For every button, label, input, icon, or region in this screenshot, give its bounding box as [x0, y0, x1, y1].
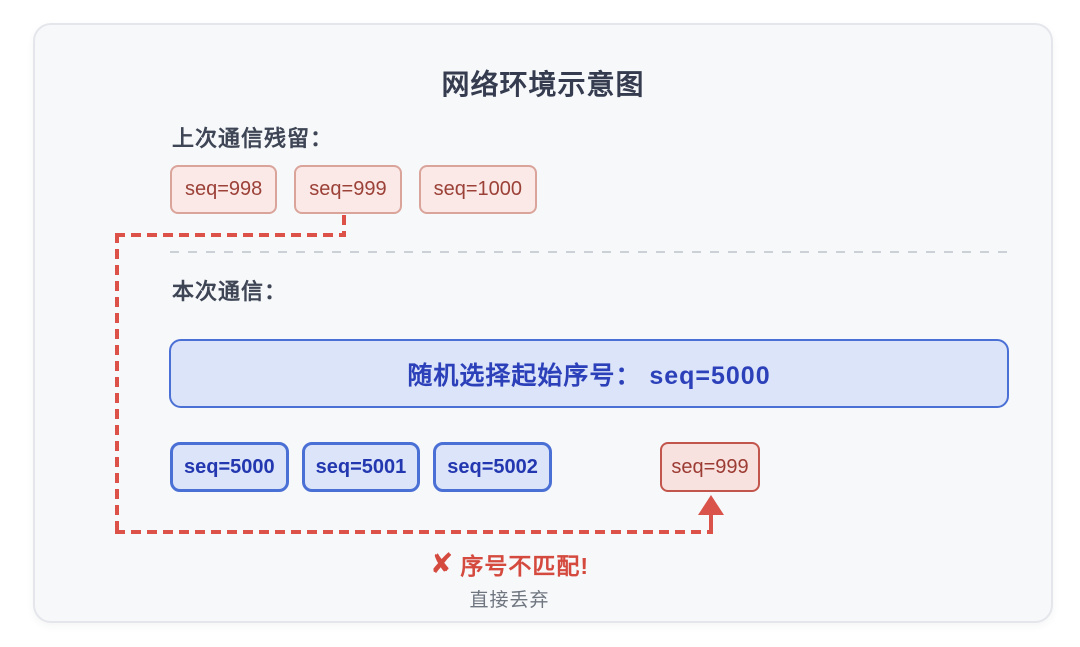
- diagram-title: 网络环境示意图: [441, 69, 645, 100]
- stale-packet-1000: seq=1000: [418, 165, 538, 214]
- arrow-up-icon: [698, 495, 724, 515]
- session-divider: [170, 251, 1015, 253]
- initial-seq-banner: 随机选择起始序号： seq=5000: [169, 339, 1009, 408]
- stale-packet-998: seq=998: [170, 165, 278, 214]
- connector-top-segment: [115, 233, 346, 237]
- stale-packet-999: seq=999: [294, 165, 402, 214]
- connector-left-segment: [115, 233, 119, 534]
- current-section-label: 本次通信：: [172, 279, 288, 304]
- stale-section-label: 上次通信残留：: [172, 126, 334, 151]
- connector-drop-segment: [342, 215, 346, 234]
- current-packet-5000: seq=5000: [170, 442, 289, 492]
- current-packets-row: seq=5000 seq=5001 seq=5002: [170, 442, 552, 492]
- connector-arrow-stem: [709, 514, 713, 531]
- current-packet-5001: seq=5001: [301, 442, 421, 492]
- mismatch-annotation: ✘ 序号不匹配! 直接丢弃: [377, 547, 642, 612]
- network-diagram-card: 网络环境示意图 上次通信残留： seq=998 seq=999 seq=1000…: [33, 23, 1053, 623]
- mismatch-text: 序号不匹配!: [460, 553, 590, 579]
- current-packet-5002: seq=5002: [433, 442, 552, 492]
- stale-arrived-packet-999: seq=999: [660, 442, 760, 492]
- mismatch-line: ✘ 序号不匹配!: [377, 547, 642, 581]
- x-mark-icon: ✘: [429, 548, 454, 579]
- connector-bottom-segment: [115, 530, 713, 534]
- discard-text: 直接丢弃: [469, 590, 550, 611]
- stale-packets-row: seq=998 seq=999 seq=1000: [170, 165, 538, 214]
